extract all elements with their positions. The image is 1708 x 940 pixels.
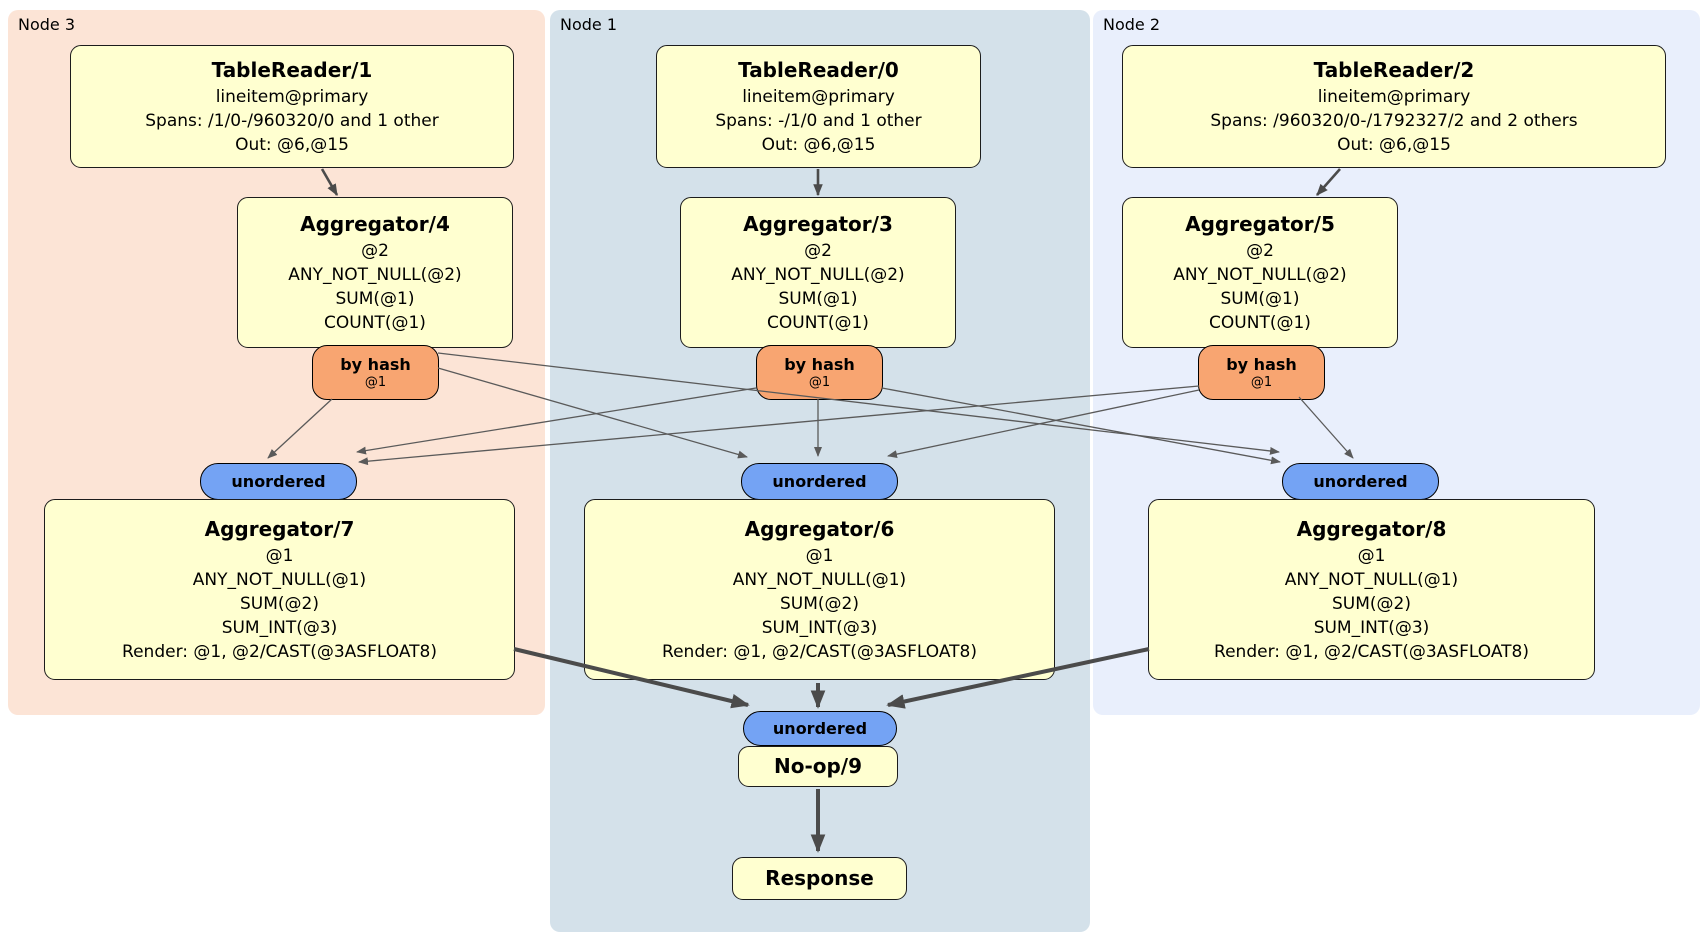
processor-detail: Out: @6,@15 xyxy=(235,135,349,156)
router-by-hash-node2: by hash @1 xyxy=(1198,345,1325,400)
processor-detail: lineitem@primary xyxy=(1317,86,1471,107)
processor-detail: @2 xyxy=(804,240,832,261)
router-detail: @1 xyxy=(1250,374,1273,390)
panel-node1-label: Node 1 xyxy=(560,15,618,34)
sync-unordered-node3: unordered xyxy=(200,463,357,500)
processor-detail: lineitem@primary xyxy=(742,86,895,107)
router-detail: @1 xyxy=(808,374,831,390)
processor-detail: SUM_INT(@3) xyxy=(761,618,878,639)
processor-aggregator-3: Aggregator/3 @2 ANY_NOT_NULL(@2) SUM(@1)… xyxy=(680,197,956,348)
processor-aggregator-8: Aggregator/8 @1 ANY_NOT_NULL(@1) SUM(@2)… xyxy=(1148,499,1595,680)
processor-tablereader-1: TableReader/1 lineitem@primary Spans: /1… xyxy=(70,45,514,168)
router-label: by hash xyxy=(1226,354,1297,374)
processor-title: Aggregator/6 xyxy=(744,516,895,541)
processor-detail: SUM_INT(@3) xyxy=(221,618,338,639)
sync-unordered-node2: unordered xyxy=(1282,463,1439,500)
processor-title: Aggregator/4 xyxy=(300,211,450,236)
processor-response: Response xyxy=(732,857,907,900)
router-label: by hash xyxy=(340,354,411,374)
processor-title: Aggregator/8 xyxy=(1296,516,1447,541)
processor-title: TableReader/2 xyxy=(1313,57,1475,82)
processor-noop-9: No-op/9 xyxy=(738,746,898,787)
processor-detail: ANY_NOT_NULL(@1) xyxy=(192,569,367,590)
processor-detail: lineitem@primary xyxy=(215,86,369,107)
processor-title: TableReader/0 xyxy=(738,57,899,82)
processor-detail: SUM(@2) xyxy=(1332,593,1411,614)
panel-node3-label: Node 3 xyxy=(18,15,76,34)
processor-aggregator-5: Aggregator/5 @2 ANY_NOT_NULL(@2) SUM(@1)… xyxy=(1122,197,1398,348)
processor-detail: ANY_NOT_NULL(@2) xyxy=(731,264,905,285)
processor-detail: SUM(@1) xyxy=(1220,289,1300,309)
processor-detail: @2 xyxy=(361,240,389,261)
router-by-hash-node3: by hash @1 xyxy=(312,345,439,400)
sync-unordered-final: unordered xyxy=(743,711,897,746)
processor-detail: COUNT(@1) xyxy=(1209,313,1311,334)
processor-aggregator-4: Aggregator/4 @2 ANY_NOT_NULL(@2) SUM(@1)… xyxy=(237,197,513,348)
processor-title: Aggregator/7 xyxy=(204,516,355,541)
processor-detail: @1 xyxy=(1357,545,1386,566)
processor-detail: Spans: -/1/0 and 1 other xyxy=(715,110,922,131)
processor-detail: ANY_NOT_NULL(@2) xyxy=(288,264,462,285)
processor-detail: ANY_NOT_NULL(@2) xyxy=(1173,264,1347,285)
processor-detail: ANY_NOT_NULL(@1) xyxy=(732,569,907,590)
processor-detail: @1 xyxy=(265,545,294,566)
processor-detail: SUM(@1) xyxy=(335,289,415,309)
sync-unordered-node1: unordered xyxy=(741,463,898,500)
router-by-hash-node1: by hash @1 xyxy=(756,345,883,400)
processor-title: Aggregator/5 xyxy=(1185,211,1335,236)
processor-detail: SUM(@2) xyxy=(780,593,859,614)
router-label: by hash xyxy=(784,354,855,374)
processor-detail: @2 xyxy=(1246,240,1274,261)
processor-tablereader-0: TableReader/0 lineitem@primary Spans: -/… xyxy=(656,45,981,168)
processor-detail: Render: @1, @2/CAST(@3ASFLOAT8) xyxy=(662,642,977,663)
processor-detail: Out: @6,@15 xyxy=(761,135,876,156)
processor-title: Aggregator/3 xyxy=(743,211,893,236)
processor-detail: SUM_INT(@3) xyxy=(1313,618,1430,639)
processor-detail: SUM(@2) xyxy=(240,593,319,614)
processor-detail: ANY_NOT_NULL(@1) xyxy=(1284,569,1459,590)
processor-title: TableReader/1 xyxy=(211,57,373,82)
processor-detail: SUM(@1) xyxy=(778,289,858,309)
processor-aggregator-6: Aggregator/6 @1 ANY_NOT_NULL(@1) SUM(@2)… xyxy=(584,499,1055,680)
processor-detail: Spans: /1/0-/960320/0 and 1 other xyxy=(145,110,439,131)
processor-detail: Render: @1, @2/CAST(@3ASFLOAT8) xyxy=(122,642,437,663)
processor-aggregator-7: Aggregator/7 @1 ANY_NOT_NULL(@1) SUM(@2)… xyxy=(44,499,515,680)
processor-title: Response xyxy=(765,866,874,890)
processor-detail: Out: @6,@15 xyxy=(1337,135,1451,156)
processor-detail: @1 xyxy=(805,545,834,566)
processor-detail: COUNT(@1) xyxy=(767,313,869,334)
processor-tablereader-2: TableReader/2 lineitem@primary Spans: /9… xyxy=(1122,45,1666,168)
processor-title: No-op/9 xyxy=(773,754,863,778)
processor-detail: Spans: /960320/0-/1792327/2 and 2 others xyxy=(1210,110,1578,131)
router-detail: @1 xyxy=(364,374,387,390)
panel-node2-label: Node 2 xyxy=(1103,15,1161,34)
processor-detail: COUNT(@1) xyxy=(324,313,426,334)
processor-detail: Render: @1, @2/CAST(@3ASFLOAT8) xyxy=(1214,642,1529,663)
